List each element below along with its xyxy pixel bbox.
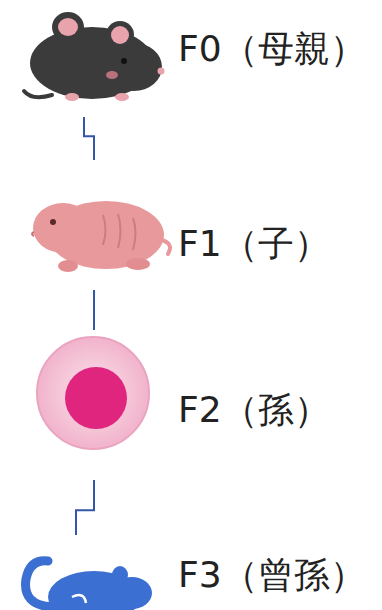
- mother-node: F0（母親）: [8, 5, 380, 117]
- mouse-illustration: [12, 5, 172, 117]
- mouse-silhouette-icon: [12, 535, 172, 610]
- generation-label: F3（曾孫）: [178, 555, 366, 595]
- lineage-connector: [93, 290, 95, 330]
- generation-label: F0（母親）: [178, 29, 366, 69]
- grandchild-node: F2（孫）: [8, 330, 380, 480]
- lineage-connector: [84, 117, 94, 160]
- lineage-connector: [76, 480, 94, 535]
- pup-illustration: [8, 160, 178, 290]
- great-grandchild-node: F3（曾孫）: [8, 535, 380, 610]
- generation-label: F2（孫）: [178, 390, 330, 430]
- cell-illustration: [8, 330, 168, 480]
- child-node: F1（子）: [8, 160, 380, 290]
- generation-label: F1（子）: [178, 224, 330, 264]
